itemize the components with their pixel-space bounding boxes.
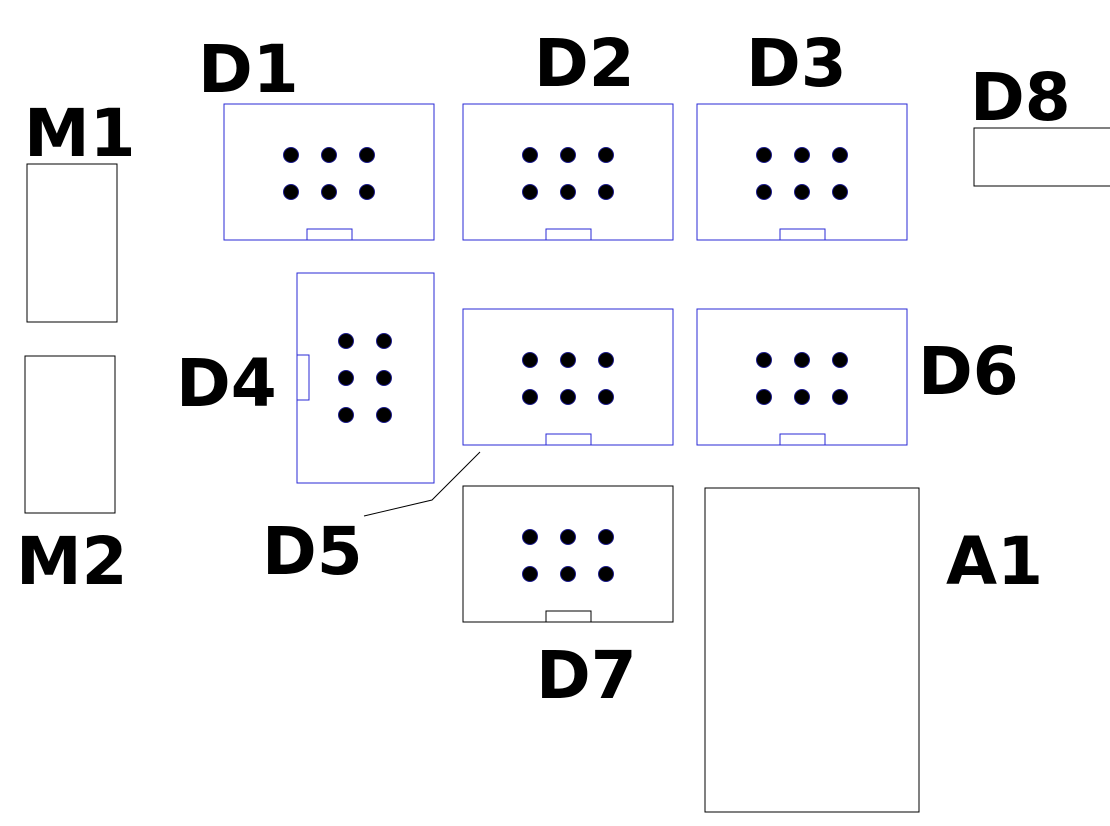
label-d7: D7 (536, 637, 637, 714)
desk-outline (696, 103, 908, 241)
label-d1: D1 (198, 31, 299, 108)
label-d5: D5 (262, 513, 363, 590)
seat-dot (598, 147, 614, 163)
label-d3: D3 (746, 25, 847, 102)
seat-dot (359, 184, 375, 200)
seat-dot (794, 184, 810, 200)
seat-dot (338, 407, 354, 423)
desk-outline (223, 103, 435, 241)
seat-dot (560, 147, 576, 163)
label-d2: D2 (534, 25, 635, 102)
seat-dot (598, 352, 614, 368)
label-m1: M1 (24, 95, 136, 172)
d5-leader-line (363, 451, 481, 517)
label-d8: D8 (970, 59, 1071, 136)
desk-tab (545, 610, 592, 623)
seat-dot (756, 352, 772, 368)
seat-dot (560, 529, 576, 545)
seat-dot (794, 389, 810, 405)
desk-outline (296, 272, 435, 484)
box-a1 (704, 487, 920, 813)
seat-dot (756, 389, 772, 405)
box-m1 (26, 163, 118, 323)
seat-dot (283, 147, 299, 163)
desk-tab (306, 228, 353, 241)
seat-dot (560, 184, 576, 200)
seat-dot (560, 352, 576, 368)
desk-d6 (696, 308, 908, 446)
seat-dot (832, 389, 848, 405)
seat-dot (794, 352, 810, 368)
seat-dot (560, 566, 576, 582)
seat-dot (598, 566, 614, 582)
seat-dot (756, 147, 772, 163)
seat-dot (522, 147, 538, 163)
label-m2: M2 (16, 523, 128, 600)
seat-dot (522, 389, 538, 405)
label-a1: A1 (946, 523, 1043, 600)
seat-dot (338, 333, 354, 349)
desk-outline (462, 485, 674, 623)
desk-d5 (462, 308, 674, 446)
desk-d1 (223, 103, 435, 241)
seat-dot (338, 370, 354, 386)
seat-dot (376, 370, 392, 386)
seat-dot (522, 184, 538, 200)
seat-dot (832, 184, 848, 200)
desk-outline (462, 103, 674, 241)
desk-d3 (696, 103, 908, 241)
seat-dot (376, 407, 392, 423)
label-d6: D6 (918, 333, 1019, 410)
label-d4: D4 (176, 345, 277, 422)
seat-dot (376, 333, 392, 349)
desk-d2 (462, 103, 674, 241)
seat-dot (560, 389, 576, 405)
seat-dot (522, 566, 538, 582)
seat-dot (359, 147, 375, 163)
seat-dot (522, 352, 538, 368)
desk-tab (545, 228, 592, 241)
desk-tab (545, 433, 592, 446)
seat-dot (794, 147, 810, 163)
seat-dot (598, 529, 614, 545)
box-d8 (973, 127, 1110, 187)
seat-dot (756, 184, 772, 200)
seat-dot (321, 147, 337, 163)
seat-dot (321, 184, 337, 200)
seat-dot (832, 147, 848, 163)
seat-dot (522, 529, 538, 545)
seat-dot (832, 352, 848, 368)
seat-dot (598, 184, 614, 200)
desk-outline (462, 308, 674, 446)
seat-dot (283, 184, 299, 200)
seat-dot (598, 389, 614, 405)
desk-d4 (296, 272, 435, 484)
box-m2 (24, 355, 116, 514)
desk-tab (779, 433, 826, 446)
desk-tab (779, 228, 826, 241)
desk-d7 (462, 485, 674, 623)
desk-outline (696, 308, 908, 446)
desk-tab (296, 354, 310, 401)
